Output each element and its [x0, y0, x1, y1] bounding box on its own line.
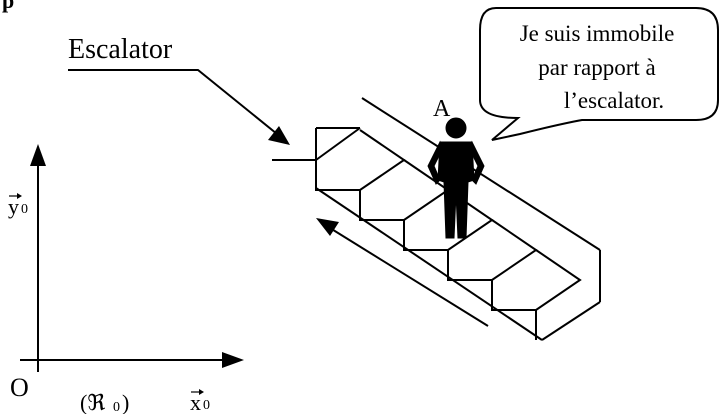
frame-label-main: (ℜ: [80, 390, 105, 414]
origin-label: O: [10, 373, 29, 402]
x-axis-subscript: 0: [203, 398, 210, 413]
person-silhouette: [427, 117, 485, 239]
speech-line-3: l’escalator.: [564, 88, 664, 113]
x-axis-letter: x: [190, 390, 201, 414]
y-axis-label: y 0: [8, 193, 28, 219]
escalator-step: [491, 249, 582, 311]
frame-label-subscript: 0: [113, 400, 120, 414]
axes: [20, 144, 244, 372]
motion-arrow: [316, 218, 489, 327]
cropped-heading-fragment: p: [2, 0, 14, 13]
escalator-structure: [272, 97, 601, 341]
escalator-label: Escalator: [68, 34, 173, 65]
y-axis-letter: y: [8, 194, 19, 219]
frame-label: (ℜ 0 ): [80, 390, 129, 414]
speech-line-2: par rapport à: [538, 55, 656, 80]
speech-bubble: Je suis immobile par rapport à l’escalat…: [479, 7, 719, 141]
escalator-step: [315, 129, 406, 191]
escalator-leader-arrow: [68, 69, 290, 145]
frame-label-close: ): [122, 390, 129, 414]
speech-line-1: Je suis immobile: [520, 21, 675, 46]
point-label-a: A: [433, 96, 451, 122]
y-axis-subscript: 0: [21, 202, 28, 217]
x-axis-label: x 0: [190, 389, 210, 414]
